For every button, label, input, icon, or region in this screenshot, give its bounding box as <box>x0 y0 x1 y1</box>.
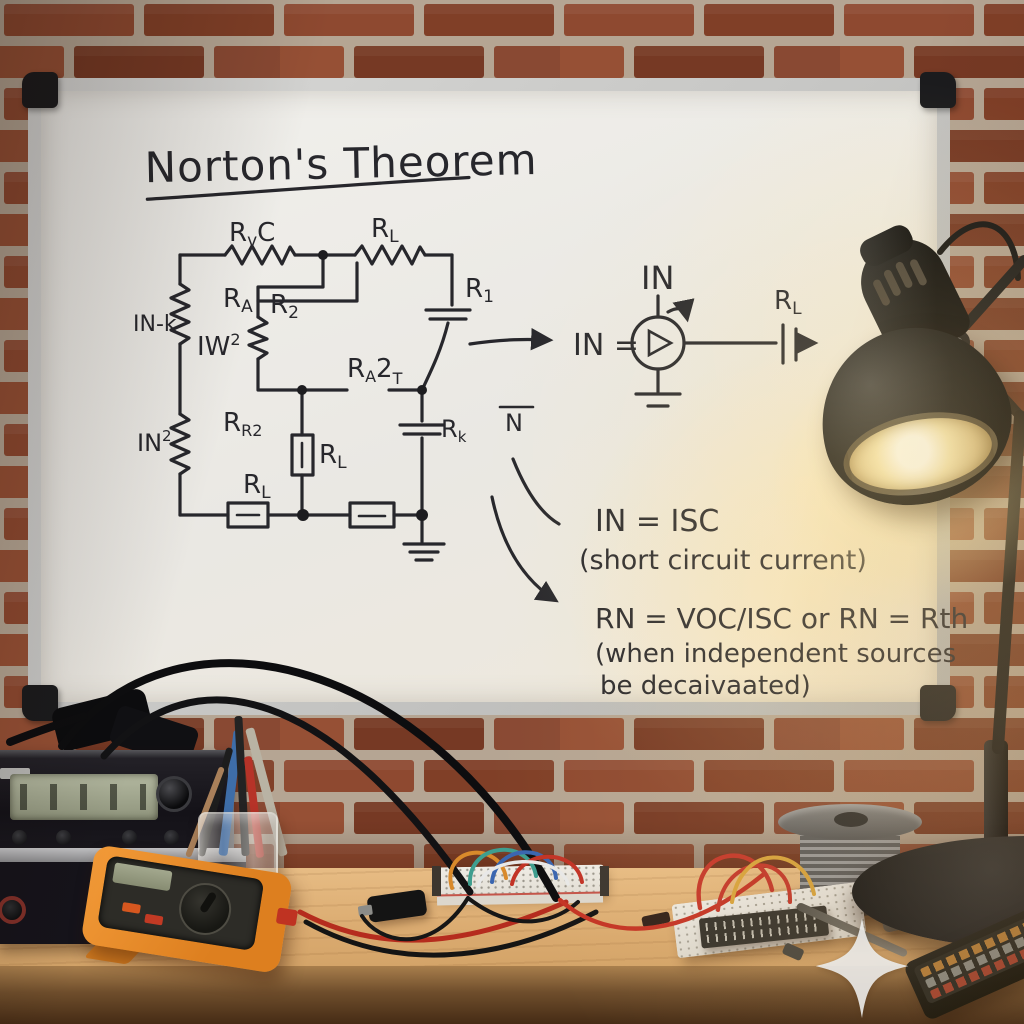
multimeter-lcd <box>112 862 173 892</box>
display-digits <box>20 784 146 810</box>
multimeter-face <box>97 855 265 952</box>
equation-line1: IN = ISC <box>595 504 719 539</box>
dial-pointer <box>198 890 218 914</box>
label-in-k: IN-k <box>133 312 177 337</box>
current-source-triangle <box>647 328 674 358</box>
equation-line2: (short circuit current) <box>579 545 867 576</box>
equation-line3: RN = VOC/ISC or RN = Rth <box>595 602 968 635</box>
whiteboard-corner-cap <box>22 72 58 108</box>
whiteboard-drawing: Norton's Theorem <box>133 135 968 701</box>
breadboard-end-cap <box>432 866 441 896</box>
instrument-knob <box>156 776 192 812</box>
banana-connector <box>0 896 26 924</box>
whiteboard-corner-cap <box>920 685 956 721</box>
title-underline <box>145 175 471 201</box>
watermark-star-icon <box>815 917 909 1019</box>
spool-hole <box>834 812 868 827</box>
breadboard-end-cap <box>600 866 609 896</box>
board-title: Norton's Theorem <box>144 135 538 192</box>
original-circuit <box>169 244 472 562</box>
label-n-bar: N <box>505 409 523 437</box>
instrument-button <box>12 830 27 845</box>
instrument-button <box>56 830 71 845</box>
multimeter-button <box>121 902 141 914</box>
label-in-top: IN <box>641 259 674 297</box>
equation-line4: (when independent sources <box>595 639 956 669</box>
multimeter-button <box>144 913 164 926</box>
pointer-curve-1 <box>511 457 561 526</box>
probe-jack <box>275 907 299 927</box>
label-in-eq: IN = <box>573 328 639 363</box>
whiteboard-corner-cap <box>920 72 956 108</box>
equations: IN = ISC (short circuit current) RN = VO… <box>579 504 968 701</box>
equation-line5: be decaivaated) <box>600 671 811 701</box>
current-direction-arrow <box>666 298 695 323</box>
instrument-button <box>164 830 179 845</box>
multimeter-dial <box>175 879 235 939</box>
spool-top-flange <box>778 804 922 840</box>
instrument-button <box>122 830 137 845</box>
whiteboard: Norton's Theorem <box>22 72 968 721</box>
instrument-display <box>10 774 158 820</box>
connector-tip <box>357 904 373 917</box>
instrument-label-chip <box>0 768 30 779</box>
pointer-curve-2 <box>490 495 559 603</box>
